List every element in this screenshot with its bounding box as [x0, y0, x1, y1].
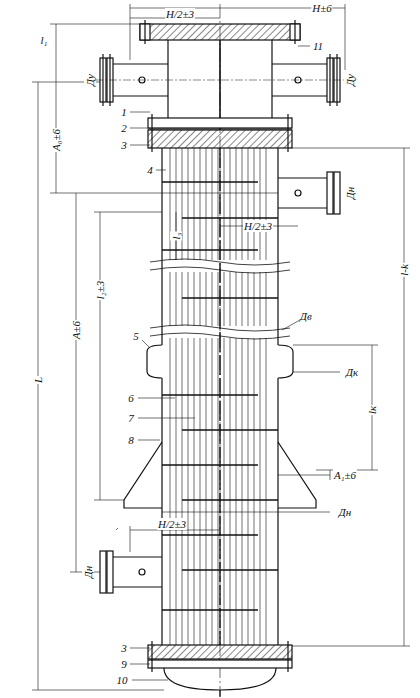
dimension-label: Дв — [299, 310, 313, 322]
dimension-label: A₁±6 — [333, 469, 357, 481]
dimension-label: l-k — [398, 263, 410, 277]
callout-number: 9 — [120, 658, 128, 670]
dimension-label: A₀±6 — [50, 128, 62, 152]
callout-number: 3 — [120, 642, 128, 654]
dimension-label: H/2±3 — [165, 8, 195, 20]
callout-number: 2 — [120, 122, 128, 134]
callout-number: 8 — [127, 434, 135, 446]
dimension-label: l₃ — [170, 232, 182, 241]
dimension-label: l₁ — [40, 34, 49, 46]
dimension-label: Ду — [84, 73, 96, 87]
dimension-label: H±6 — [311, 2, 332, 14]
dimension-label: L — [32, 376, 44, 384]
dimension-label: Дн — [344, 186, 356, 200]
dimension-label: l₂±3 — [94, 280, 106, 300]
dimension-label: A±6 — [70, 320, 82, 340]
dimension-label: Дк — [345, 366, 359, 378]
callout-number: 7 — [127, 412, 135, 424]
callout-number: 5 — [132, 330, 140, 342]
callout-number: 1 — [120, 106, 128, 118]
callout-number: 4 — [146, 164, 154, 176]
dimension-label: Ду — [344, 73, 356, 87]
callout-number: 3 — [120, 139, 128, 151]
dimension-label: H/2±3 — [157, 518, 187, 530]
dimension-label: Дн — [82, 565, 94, 579]
callout-number: 6 — [127, 392, 135, 404]
dimension-label: Дн — [338, 506, 352, 518]
dimension-label: lк — [366, 405, 378, 415]
callout-number: 11 — [312, 40, 324, 52]
dimension-label: H/2±3 — [243, 220, 273, 232]
callout-number: 10 — [116, 674, 129, 686]
